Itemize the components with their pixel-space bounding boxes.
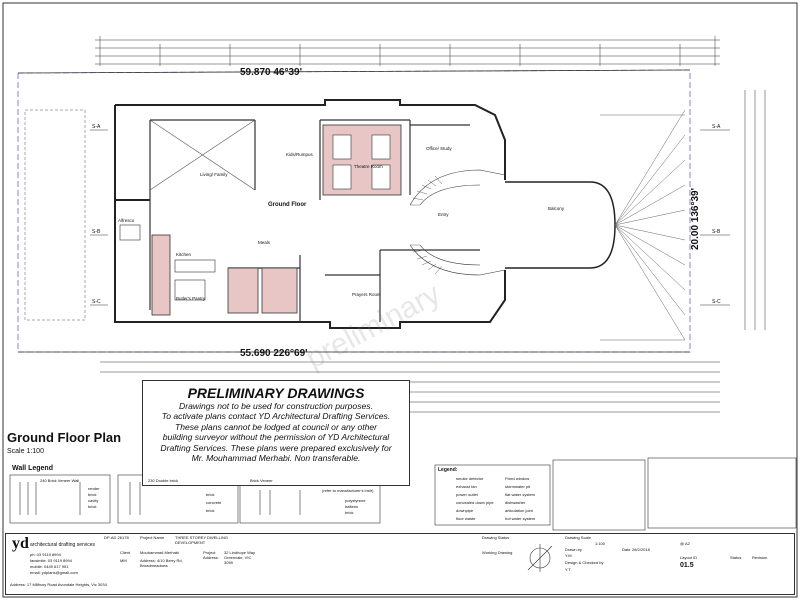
wall-legend-label: brick: [345, 510, 354, 515]
client-label: Client: [120, 550, 131, 555]
project-address: 32 Lindhope Way Greenvale, VIC 3059: [224, 550, 255, 565]
drawing-title: Ground Floor Plan: [7, 430, 122, 445]
status-value: Revision: [752, 555, 768, 560]
drawing-scale-value: 1:100: [595, 541, 606, 546]
contact-line: ph: 03 9119 8994: [30, 552, 61, 557]
top-boundary-dimension: 59.870 46°39': [240, 67, 302, 78]
legend-item: floor waste: [456, 516, 476, 521]
section-label: S-B: [712, 229, 721, 235]
room-label-ground-floor: Ground Floor: [268, 202, 307, 208]
room-label-butlers-pantry: Butler's Pantry: [176, 296, 206, 301]
legend-item: concealed down pipe: [456, 500, 494, 505]
section-label: S-C: [712, 299, 721, 305]
preliminary-line: Drawings not to be used for construction…: [179, 401, 373, 411]
room-label-balcony: Balcony: [548, 206, 565, 211]
legend-item: downpipe: [456, 508, 474, 513]
room-label-meals: Meals: [258, 240, 271, 245]
date-label: Date: [622, 547, 631, 552]
room-label-entry: Entry: [438, 212, 449, 217]
drawing-status: Working Drawing: [482, 550, 513, 555]
project-name-label: Project Name: [140, 535, 165, 540]
company-name: architectural drafting services: [30, 542, 96, 548]
room-label-kitchen: Kitchen: [176, 252, 192, 257]
wall-legend-label: cavity: [88, 498, 99, 503]
preliminary-line: Drafting Services. These plans were prep…: [160, 442, 392, 453]
legend-item: smoke detector: [456, 476, 484, 481]
legend-item: articulation joint: [505, 508, 533, 513]
wall-legend-label: battens: [345, 504, 359, 509]
section-label: S-A: [712, 124, 721, 130]
wall-legend-label: brick: [206, 492, 215, 497]
drawing-scale: Scale 1:100: [7, 448, 44, 455]
wall-legend-label: brick: [206, 508, 215, 513]
wall-legend-item: 230 Double brick: [148, 478, 179, 483]
wall-legend-label: brick: [88, 504, 97, 509]
room-label-theatre: Theatre Room: [354, 164, 383, 169]
legend-item: power outlet: [456, 492, 478, 497]
legend-item: Fixed window: [505, 476, 530, 481]
section-label: S-C: [92, 299, 101, 305]
client-address: Address: 4/10 Berry Rd, Broadmeadows: [140, 558, 183, 568]
drawn-by-label: Drawn by: [565, 547, 582, 552]
designed-by: Y.T: [565, 567, 571, 572]
wall-legend-label: concrete: [206, 500, 222, 505]
wall-legend-label: brick: [88, 492, 97, 497]
contact-line: facsimile: 03 9119 8994: [30, 558, 72, 563]
project-name: THREE STOREY DWELLING DEVELOPMENT: [175, 535, 228, 545]
legend-item: stormwater pit: [505, 484, 531, 489]
wall-legend-label: render: [88, 486, 100, 491]
legend-item: hot water system: [505, 516, 536, 521]
preliminary-line: building surveyor without the permission…: [162, 432, 390, 443]
legend-item: flat water system: [505, 492, 536, 497]
designed-label: Design & Checked by: [565, 560, 604, 565]
company-logo: yd: [12, 535, 29, 552]
room-label-kids-rumpus: Kids/Rumpus: [286, 152, 313, 157]
room-label-office: Office/ Study: [426, 146, 452, 151]
status-label: Status: [730, 555, 742, 560]
sheet-size: @ A2: [680, 541, 690, 546]
date-value: 28/2/2018: [632, 547, 650, 552]
layout-label: Layout ID: [680, 555, 698, 560]
drawn-by: Y.M: [565, 553, 572, 558]
bottom-boundary-dimension: 55.690 226°69': [240, 348, 308, 359]
section-label: S-B: [92, 229, 101, 235]
project-address-label: Project Address:: [203, 550, 219, 560]
wall-legend-label: polystyrene: [345, 498, 366, 503]
wall-legend-item: 240 Brick Veneer Wall: [40, 478, 80, 483]
wall-legend-note: (refer to manufacturer's instr): [322, 488, 374, 493]
drawing-scale-label: Drawing Scale: [565, 535, 591, 540]
wall-legend-item: Brick Veneer: [250, 478, 273, 483]
company-address: Address: 17 Millbury Road Avondale Heigh…: [10, 582, 107, 587]
preliminary-title: PRELIMINARY DRAWINGS: [187, 385, 365, 401]
title-block: [5, 533, 795, 595]
preliminary-line: To activate plans contact YD Architectur…: [161, 411, 391, 422]
reference-number: DP-AD 26178: [104, 535, 129, 540]
layout-id: 01.5: [680, 562, 694, 569]
drawing-status-label: Drawing Status: [482, 535, 510, 540]
client-title: MM: [120, 558, 127, 563]
client-name: Mouhammad Merhabi: [140, 550, 179, 555]
contact-line: mobile: 0449 617 951: [30, 564, 69, 569]
legend-item: exhaust fan: [456, 484, 477, 489]
room-label-living: Living/ Family: [200, 172, 228, 177]
preliminary-line: These plans cannot be lodged at council …: [174, 421, 378, 432]
right-boundary-dimension: 20.00 136°39': [690, 188, 701, 250]
wall-legend-title: Wall Legend: [12, 465, 53, 472]
legend-item: dishwasher: [505, 500, 526, 505]
room-label-prayers: Prayers Room: [352, 292, 381, 297]
preliminary-notice: PRELIMINARY DRAWINGS Drawings not to be …: [142, 380, 410, 486]
contact-line: email: ydplans@gmail.com: [30, 570, 78, 575]
preliminary-line: Mr. Mouhammad Merhabi. Non transferable.: [191, 453, 361, 464]
section-label: S-A: [92, 124, 101, 130]
legend-title: Legend:: [438, 467, 458, 473]
room-label-alfresco: Alfresco: [118, 218, 135, 223]
